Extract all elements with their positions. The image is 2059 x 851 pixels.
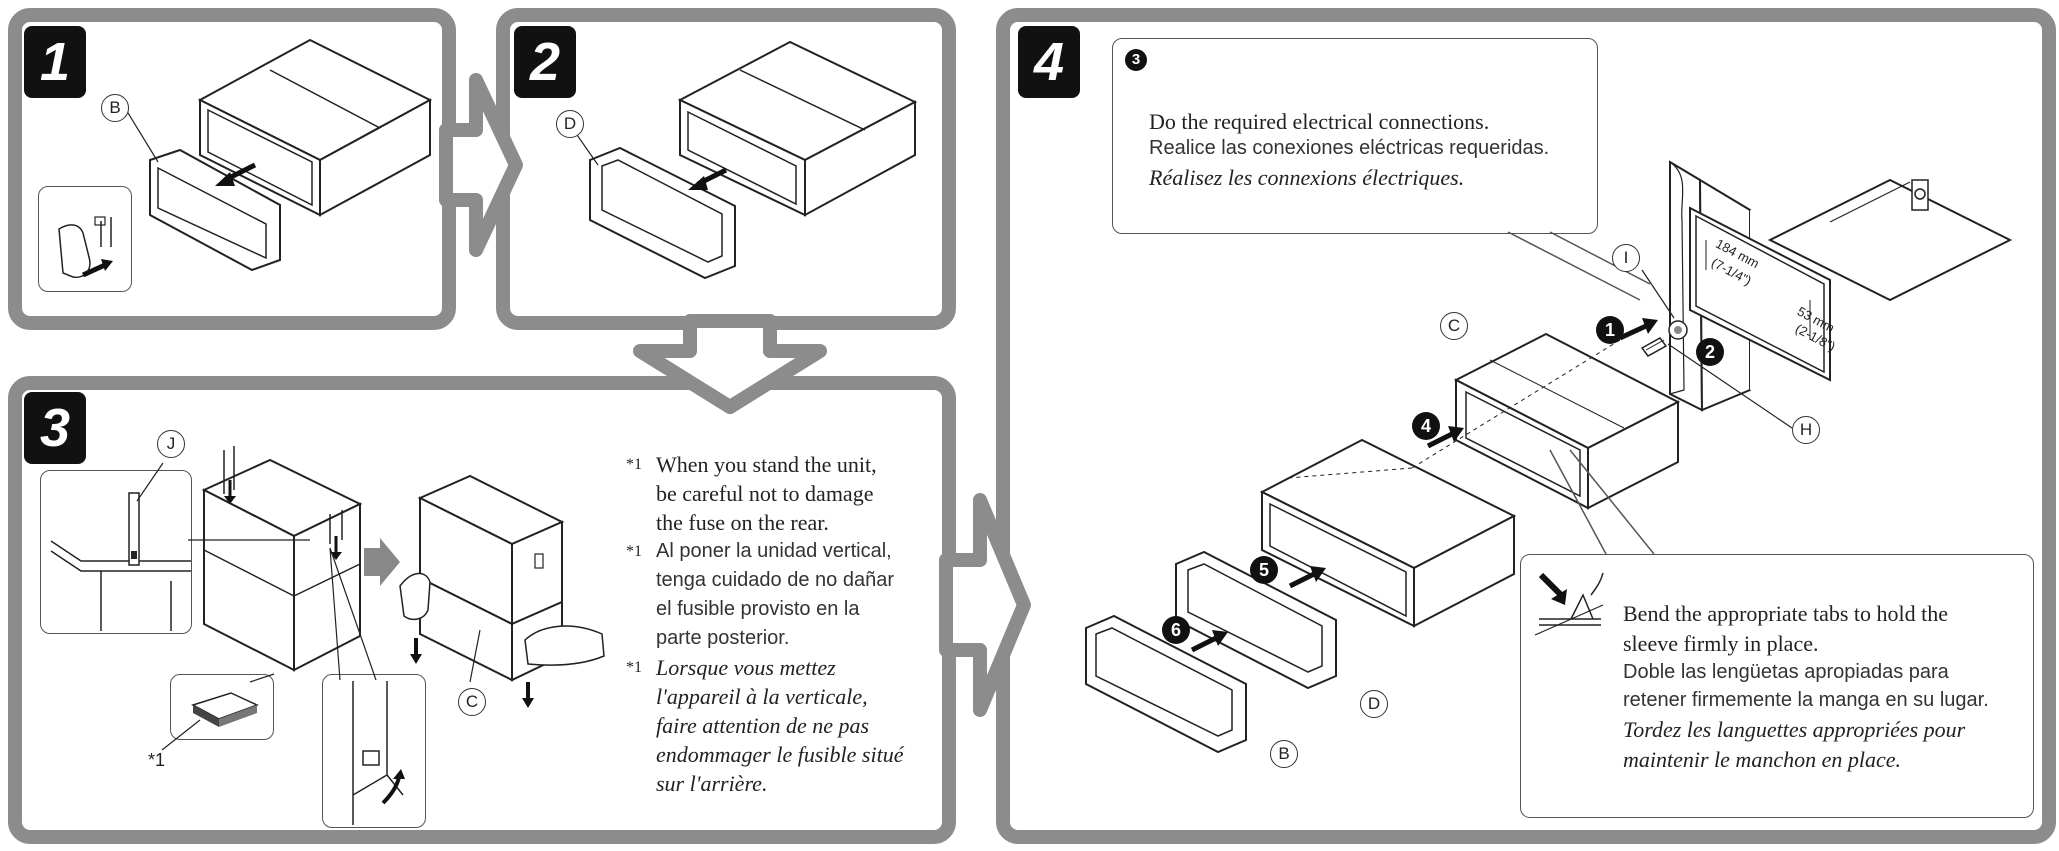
note-marker-en: *1 <box>626 456 642 473</box>
part-label-d-step4: D <box>1360 690 1388 718</box>
tab-bend-illustration <box>352 681 405 825</box>
seq-number-1: 1 <box>1596 316 1624 344</box>
tabs-text-es-1: Doble las lengüetas apropiadas para <box>1623 661 1949 683</box>
step4-callout-tabs: Bend the appropriate tabs to hold the sl… <box>1520 554 2034 818</box>
step3-fuse-inset <box>170 674 274 740</box>
note-fr-line5: sur l'arrière. <box>656 771 768 796</box>
step3-sleeve-standing <box>188 446 363 672</box>
part-label-c-step4: C <box>1440 312 1468 340</box>
step2-sleeve-illustration <box>567 40 918 280</box>
step-3-badge: 3 <box>24 392 86 464</box>
callout-pointer-bottom <box>1549 449 1655 555</box>
note-fr-line4: endommager le fusible situé <box>656 742 904 767</box>
callout-pointer-top <box>1507 231 1651 301</box>
step3-tab-bend-inset <box>322 674 426 828</box>
part-label-b: B <box>101 94 129 122</box>
note-es-line2: tenga cuidado de no dañar <box>656 569 894 591</box>
step-4-badge: 4 <box>1018 26 1080 98</box>
note-marker-es: *1 <box>626 543 642 560</box>
step4-callout-connections: 3 Do the required electrical connections… <box>1112 38 1598 234</box>
flow-arrow-2-to-3 <box>633 314 827 414</box>
assembly-arrows <box>1190 318 1658 653</box>
fuse-leader-line <box>161 673 275 751</box>
tabs-text-fr-1: Tordez les languettes appropriées pour <box>1623 717 1966 742</box>
step3-inset-tab <box>40 462 192 634</box>
step-1-badge: 1 <box>24 26 86 98</box>
seq-number-5: 5 <box>1250 556 1278 584</box>
connections-text-fr: Réalisez les connexions électriques. <box>1149 165 1465 190</box>
tab-bend-icon <box>1534 572 1604 636</box>
step4-sleeve <box>1453 332 1681 510</box>
tabs-text-en-2: sleeve firmly in place. <box>1623 631 1819 656</box>
step3-inset-leaders <box>329 547 377 681</box>
note-es-line3: el fusible provisto en la <box>656 598 860 620</box>
part-label-d: D <box>556 110 584 138</box>
step4-faceplate <box>1085 614 1247 754</box>
flow-arrow-3-to-4 <box>939 493 1031 717</box>
part-label-c-step3: C <box>458 688 486 716</box>
seq-number-6: 6 <box>1162 616 1190 644</box>
dashboard-opening-illustration <box>1669 160 2013 412</box>
note-marker-fr: *1 <box>626 659 642 676</box>
note-fr-line3: faire attention de ne pas <box>656 713 870 738</box>
note-fr-line1: Lorsque vous mettez <box>656 655 836 680</box>
step3-unit-upright <box>399 474 605 708</box>
part-label-h: H <box>1792 416 1820 444</box>
gray-right-arrow <box>364 538 400 586</box>
tab-detail-illustration <box>50 462 191 631</box>
tabs-text-en-1: Bend the appropriate tabs to hold the <box>1623 601 1949 626</box>
note-es-line4: parte posterior. <box>656 627 790 649</box>
note-en-line1: When you stand the unit, <box>656 452 877 477</box>
tabs-text-fr-2: maintenir le manchon en place. <box>1623 747 1901 772</box>
finger-press-icon <box>58 216 113 279</box>
note-fr-line2: l'appareil à la verticale, <box>656 684 868 709</box>
part-leaders-i-h <box>1641 269 1793 429</box>
flow-arrow-1-to-2 <box>439 73 523 257</box>
screw-and-bolt <box>1640 320 1688 357</box>
step-2-badge: 2 <box>514 26 576 98</box>
step4-unit <box>1259 438 1517 628</box>
seq-number-3: 3 <box>1125 49 1147 71</box>
note-en-line3: the fuse on the rear. <box>656 510 829 535</box>
fuse-icon <box>191 692 259 727</box>
fuse-label: *1 <box>148 750 166 770</box>
note-en-line2: be careful not to damage <box>656 481 874 506</box>
part-label-i: I <box>1612 244 1640 272</box>
step1-unit-illustration <box>124 38 433 272</box>
tabs-text-es-2: retener firmemente la manga en su lugar. <box>1623 689 1989 711</box>
part-label-b-step4: B <box>1270 740 1298 768</box>
step1-inset-box <box>38 186 132 292</box>
seq-number-4: 4 <box>1412 412 1440 440</box>
note-es-line1: Al poner la unidad vertical, <box>656 540 892 562</box>
part-label-j: J <box>157 430 185 458</box>
seq-number-2: 2 <box>1696 338 1724 366</box>
connections-text-en: Do the required electrical connections. <box>1149 109 1490 134</box>
connections-text-es: Realice las conexiones eléctricas requer… <box>1149 137 1550 159</box>
